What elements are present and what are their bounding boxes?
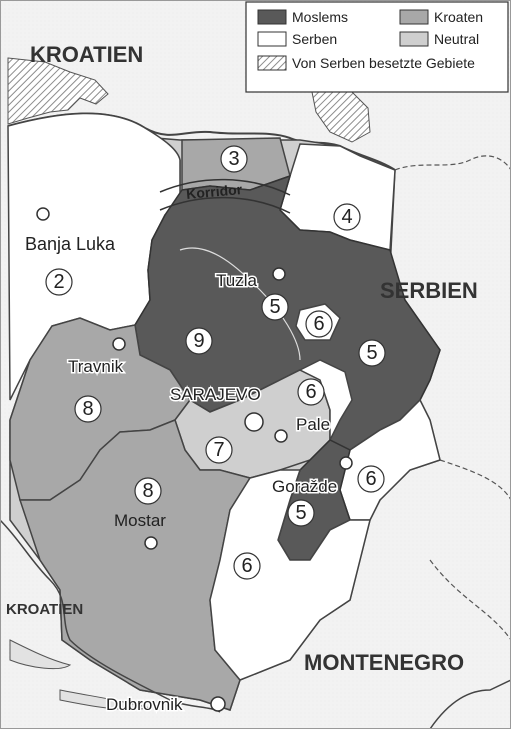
city-marker-dubrovnik [210, 696, 226, 712]
region-serb-south [209, 469, 371, 681]
region-marker-r11: 6 [357, 465, 385, 493]
city-label-banja-luka: Banja Luka [25, 234, 116, 254]
region-marker-r3: 2 [45, 268, 73, 296]
legend-box [245, 1, 509, 93]
city-label-travnik: Travnik [68, 357, 124, 376]
region-number-r11: 6 [365, 468, 376, 490]
city-marker-sarajevo [244, 412, 264, 432]
city-marker-pale [274, 429, 288, 443]
city-marker-banja-luka [36, 207, 50, 221]
city-label-dubrovnik: Dubrovnik [106, 695, 183, 714]
corridor-line-bottom [159, 196, 291, 214]
region-marker-r5: 6 [305, 310, 333, 338]
corridor-line-top [159, 178, 291, 196]
coast-adriatic [0, 519, 221, 713]
region-number-r8: 8 [82, 398, 93, 420]
occupied-area-west [7, 57, 109, 125]
city-marker-mostar [144, 536, 158, 550]
region-marker-r12: 8 [134, 477, 162, 505]
region-number-r6: 9 [193, 330, 204, 352]
city-label-tuzla: Tuzla [216, 271, 257, 290]
corridor-label: Korridor [186, 181, 244, 202]
region-marker-r13: 5 [287, 499, 315, 527]
region-marker-r8: 8 [74, 395, 102, 423]
city-label-sarajevo: SARAJEVO [170, 385, 261, 404]
city-marker-travnik [112, 337, 126, 351]
region-marker-r6: 9 [185, 327, 213, 355]
country-label-serbien: SERBIEN [380, 278, 478, 303]
legend-swatch-neutral [399, 31, 429, 47]
island-2 [59, 689, 151, 710]
city-marker-gorazde [339, 456, 353, 470]
border-serbia [394, 155, 511, 171]
region-number-r13: 5 [295, 502, 306, 524]
city-marker-tuzla [272, 267, 286, 281]
legend-label-serb: Serben [292, 31, 337, 47]
legend-label-neutral: Neutral [434, 31, 479, 47]
region-number-r3: 2 [53, 271, 64, 293]
region-marker-r2: 4 [333, 203, 361, 231]
country-label-kroatien-south: KROATIEN [6, 601, 83, 618]
region-number-r9: 6 [305, 381, 316, 403]
region-number-r5: 6 [313, 313, 324, 335]
legend: Moslems Kroaten Serben Neutral Von Serbe… [245, 1, 509, 93]
city-label-pale: Pale [296, 415, 330, 434]
region-marker-r9: 6 [297, 378, 325, 406]
region-number-r10: 7 [213, 439, 224, 461]
border-montenegro-south [429, 679, 511, 729]
region-number-r14: 6 [241, 555, 252, 577]
border-montenegro [429, 459, 511, 641]
legend-label-moslem: Moslems [292, 9, 348, 25]
legend-swatch-serb [257, 31, 287, 47]
region-number-r4: 5 [269, 296, 280, 318]
region-number-r12: 8 [142, 480, 153, 502]
region-marker-r1: 3 [220, 145, 248, 173]
boundary-tuzla [179, 247, 301, 361]
country-label-kroatien-north: KROATIEN [30, 42, 143, 67]
legend-label-croat: Kroaten [434, 9, 483, 25]
city-label-mostar: Mostar [114, 511, 166, 530]
legend-swatch-moslem [257, 9, 287, 25]
region-marker-r10: 7 [205, 436, 233, 464]
country-label-montenegro: MONTENEGRO [304, 650, 464, 675]
occupied-area-east [311, 91, 371, 143]
region-marker-r4: 5 [261, 293, 289, 321]
region-number-r2: 4 [341, 206, 352, 228]
legend-swatch-croat [399, 9, 429, 25]
region-number-r7: 5 [366, 342, 377, 364]
region-marker-r7: 5 [358, 339, 386, 367]
island-1 [9, 639, 72, 670]
legend-label-occupied: Von Serben besetzte Gebiete [292, 55, 475, 71]
region-marker-r14: 6 [233, 552, 261, 580]
city-label-gorazde: Goražde [272, 477, 337, 496]
legend-swatch-occupied [257, 55, 287, 71]
region-number-r1: 3 [228, 148, 239, 170]
